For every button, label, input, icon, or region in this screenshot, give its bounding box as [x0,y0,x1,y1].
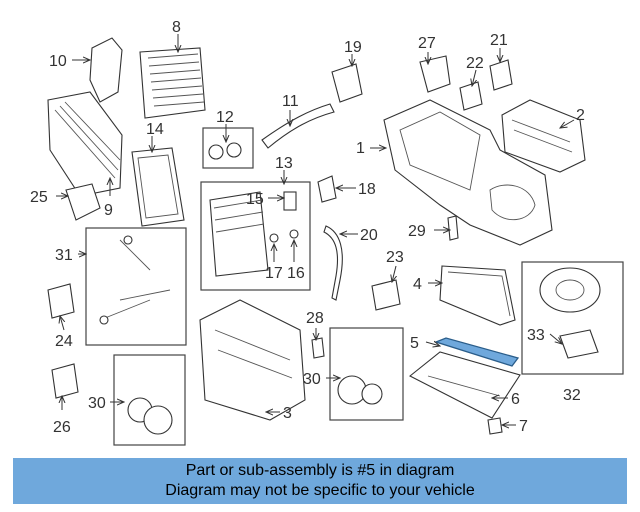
callout-15: 15 [246,191,264,208]
callout-1: 1 [356,140,365,157]
part-3-lower-housing [199,299,306,421]
callout-18: 18 [358,181,376,198]
part-28-fitting [311,337,325,359]
callout-17: 17 [265,265,283,282]
part-9-radiator [47,91,123,197]
callout-13: 13 [275,155,293,172]
parts-diagram: 1 2 3 4 5 6 7 8 9 10 11 12 13 14 15 16 1… [30,19,624,446]
part-33-resistor [559,329,599,359]
callout-23: 23 [386,249,404,266]
part-30-left-gears [127,397,173,435]
part-8-heater-core [139,47,206,119]
callout-33: 33 [527,327,545,344]
callout-11: 11 [282,93,299,110]
callout-16: 16 [287,265,305,282]
banner-line-2: Diagram may not be specific to your vehi… [165,482,475,499]
callout-26: 26 [53,419,71,436]
part-19-grommet [331,63,363,103]
callout-14: 14 [146,121,164,138]
part-11-pipes [261,103,335,149]
part-27-actuator [419,55,451,93]
part-24-actuator [47,283,75,319]
callout-labels: 1 2 3 4 5 6 7 8 9 10 11 12 13 14 15 16 1… [30,19,585,436]
box-30-left [113,354,186,446]
leader-lines [56,34,575,425]
box-30-right [329,327,404,421]
callout-3: 3 [283,405,292,422]
box-31 [85,227,187,346]
part-20-tube [323,225,343,301]
part-16-oring [289,229,299,239]
callout-6: 6 [511,391,520,408]
part-30-right-gears [337,375,383,405]
part-25-actuator [65,183,101,221]
callout-7: 7 [519,418,528,435]
callout-9: 9 [104,202,113,219]
part-31-linkages [99,235,171,325]
part-18-clip [317,175,337,203]
part-6-cover [408,351,521,419]
callout-24: 24 [55,333,73,350]
callout-5: 5 [410,335,419,352]
part-5-seal-highlight [434,337,520,367]
callout-25: 25 [30,189,48,206]
part-13-element [209,191,269,277]
part-1-housing [383,99,553,246]
callout-30-right: 30 [303,371,321,388]
part-2-blower-housing [501,99,586,173]
part-12-clamps [208,142,242,160]
banner-line-1: Part or sub-assembly is #5 in diagram [185,462,455,479]
part-7-bolt [487,417,503,435]
callout-2: 2 [576,107,585,124]
callout-8: 8 [172,19,181,36]
box-13 [200,181,311,291]
callout-28: 28 [306,310,324,327]
callout-31: 31 [55,247,73,264]
box-12 [202,127,254,169]
part-22-actuator [459,81,483,111]
callout-29: 29 [408,223,426,240]
part-21-actuator [489,59,513,91]
part-17-oring [269,233,279,243]
part-10-bracket [89,37,123,103]
callout-21: 21 [490,32,508,49]
part-15-valve [283,191,297,211]
callout-30-left: 30 [88,395,106,412]
info-banner: Part or sub-assembly is #5 in diagram Di… [13,458,627,504]
callout-32: 32 [563,387,581,404]
part-32-blower-motor [539,267,601,359]
callout-10: 10 [49,53,67,70]
part-29-sensor [447,215,459,241]
callout-27: 27 [418,35,436,52]
part-14-filter-frame [131,147,185,227]
callout-19: 19 [344,39,362,56]
callout-22: 22 [466,55,484,72]
part-26-actuator [51,363,79,399]
part-4-cabin-filter [439,265,516,326]
callout-12: 12 [216,109,234,126]
callout-4: 4 [413,276,422,293]
box-32 [521,261,624,375]
part-23-module [371,279,401,311]
callout-20: 20 [360,227,378,244]
